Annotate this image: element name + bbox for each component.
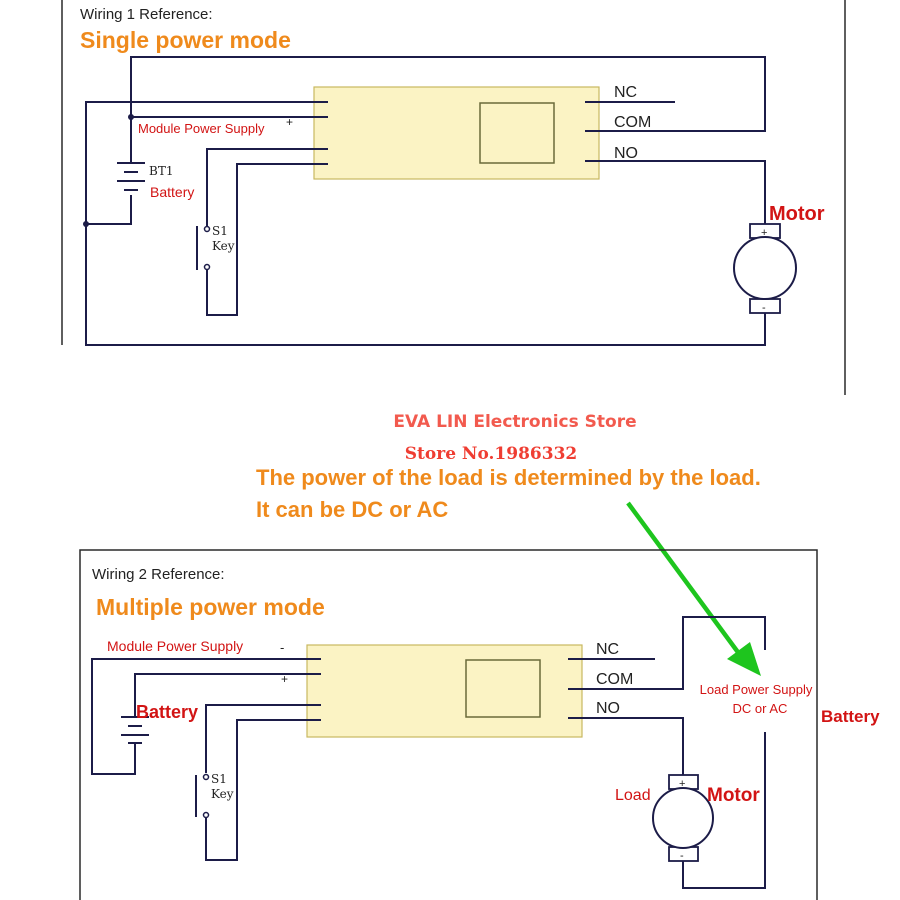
switch-wire-top xyxy=(205,704,307,773)
green-arrow xyxy=(626,501,761,676)
push-button-switch xyxy=(195,773,210,819)
nc-label: NC xyxy=(596,641,619,658)
wiring-1-mode-title: Single power mode xyxy=(80,27,291,53)
load-note-line-1: The power of the load is determined by t… xyxy=(256,465,761,490)
motor-plus-terminal: + xyxy=(679,778,685,790)
relay-module-body xyxy=(313,86,600,180)
wiring-2-mode-title: Multiple power mode xyxy=(96,594,325,620)
load-note-line-2: It can be DC or AC xyxy=(256,497,448,522)
switch-wire-bottom xyxy=(206,163,314,316)
load-return-wire xyxy=(682,732,766,889)
module-power-supply-label: Module Power Supply xyxy=(107,638,243,654)
load-label: Load xyxy=(615,787,651,804)
motor-minus-terminal: - xyxy=(680,850,684,862)
battery-symbol xyxy=(121,716,149,744)
com-wire xyxy=(582,616,766,690)
store-number: Store No.1986332 xyxy=(405,444,577,464)
no-wire xyxy=(582,717,684,775)
load-note: The power of the load is determined by t… xyxy=(256,465,761,522)
plus-sign-label: + xyxy=(281,672,288,686)
wiring-1-panel: Wiring 1 Reference: Single power mode xyxy=(61,0,846,395)
minus-sign-label: - xyxy=(280,640,284,655)
push-button-switch xyxy=(196,225,211,271)
nc-label: NC xyxy=(614,84,637,101)
no-wire xyxy=(599,160,766,224)
store-name: EVA LIN Electronics Store xyxy=(393,412,636,432)
module-positive-wire xyxy=(134,673,307,717)
battery-label: Battery xyxy=(150,184,194,200)
no-label: NO xyxy=(596,700,620,717)
motor-minus-terminal: - xyxy=(762,302,766,314)
no-label: NO xyxy=(614,145,638,162)
module-negative-wire xyxy=(91,658,307,775)
motor-label: Motor xyxy=(769,203,825,225)
load-power-supply-label: Load Power Supply xyxy=(700,682,813,697)
wiring-2-frame xyxy=(79,549,818,900)
wiring-2-reference-label: Wiring 2 Reference: xyxy=(92,566,225,583)
motor-symbol xyxy=(733,223,797,314)
battery-label: Battery xyxy=(136,702,198,722)
battery-right-label: Battery xyxy=(821,707,880,726)
motor-label: Motor xyxy=(707,785,760,806)
battery-negative-wire xyxy=(86,195,132,225)
ground-loop-wire xyxy=(85,101,766,346)
junction-dot xyxy=(128,114,134,120)
wiring-1-reference-label: Wiring 1 Reference: xyxy=(80,6,213,23)
junction-dot xyxy=(83,221,89,227)
com-label: COM xyxy=(596,671,633,688)
plus-sign-label: + xyxy=(286,115,293,129)
bt1-label: BT1 xyxy=(149,164,173,178)
switch-wire-bottom xyxy=(205,719,307,861)
dc-or-ac-label: DC or AC xyxy=(733,701,788,716)
store-info: EVA LIN Electronics Store Store No.19863… xyxy=(393,412,636,464)
motor-plus-terminal: + xyxy=(761,227,767,239)
switch-wire-top xyxy=(206,148,314,226)
battery-symbol xyxy=(117,162,145,191)
com-label: COM xyxy=(614,114,651,131)
switch-s1-label: S1 xyxy=(212,224,228,238)
motor-symbol xyxy=(652,774,714,862)
module-power-supply-label: Module Power Supply xyxy=(138,121,265,136)
switch-s1-label: S1 xyxy=(211,772,227,786)
key-label: Key xyxy=(212,239,235,253)
com-wire xyxy=(130,56,766,132)
relay-component xyxy=(479,102,555,164)
wiring-2-panel: Wiring 2 Reference: Multiple power mode xyxy=(79,549,880,900)
key-label: Key xyxy=(211,787,234,801)
relay-component xyxy=(465,659,541,718)
